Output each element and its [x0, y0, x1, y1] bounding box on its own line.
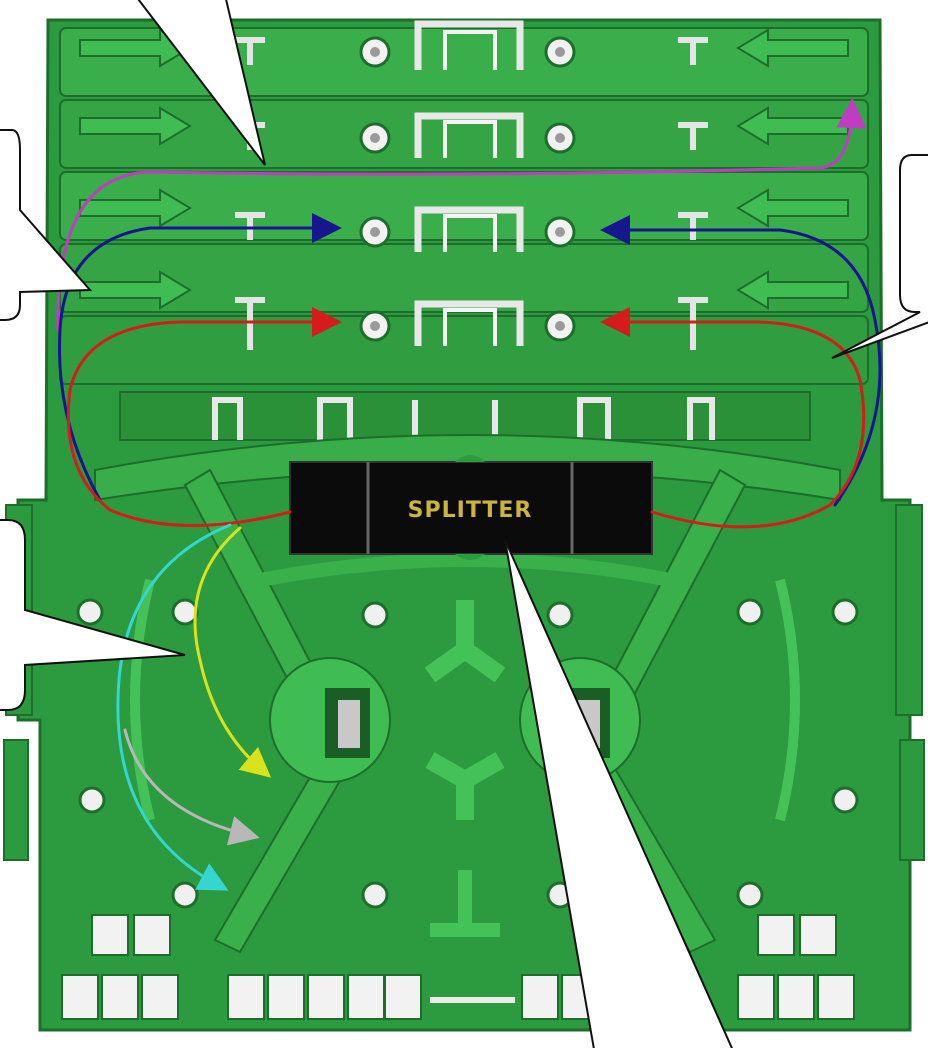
splitter-module: SPLITTER — [289, 455, 653, 560]
fiber-yellow — [193, 526, 272, 778]
fiber-blue — [58, 213, 342, 502]
fiber-red — [66, 307, 342, 527]
callout-bottom — [504, 539, 733, 1048]
fiber-magenta — [56, 98, 867, 332]
callout-right — [831, 154, 928, 359]
callout-top-pointer — [137, 0, 266, 166]
splice-holder-rows — [59, 27, 869, 385]
fiber-blue-right — [600, 215, 882, 507]
retainer-pins — [235, 37, 708, 350]
fiber-cyan — [116, 523, 232, 891]
splice-sleeve-clips — [359, 20, 576, 346]
callout-upper-left — [0, 129, 93, 321]
fiber-paths — [56, 98, 882, 891]
fiber-guides — [79, 28, 849, 310]
callout-lower-left — [0, 519, 186, 711]
lower-channel — [119, 391, 811, 441]
fiber-gray — [123, 728, 260, 846]
splitter-label: SPLITTER — [408, 498, 533, 523]
bottom-cable-clamps — [61, 914, 855, 1020]
fiber-red-right — [600, 307, 866, 529]
